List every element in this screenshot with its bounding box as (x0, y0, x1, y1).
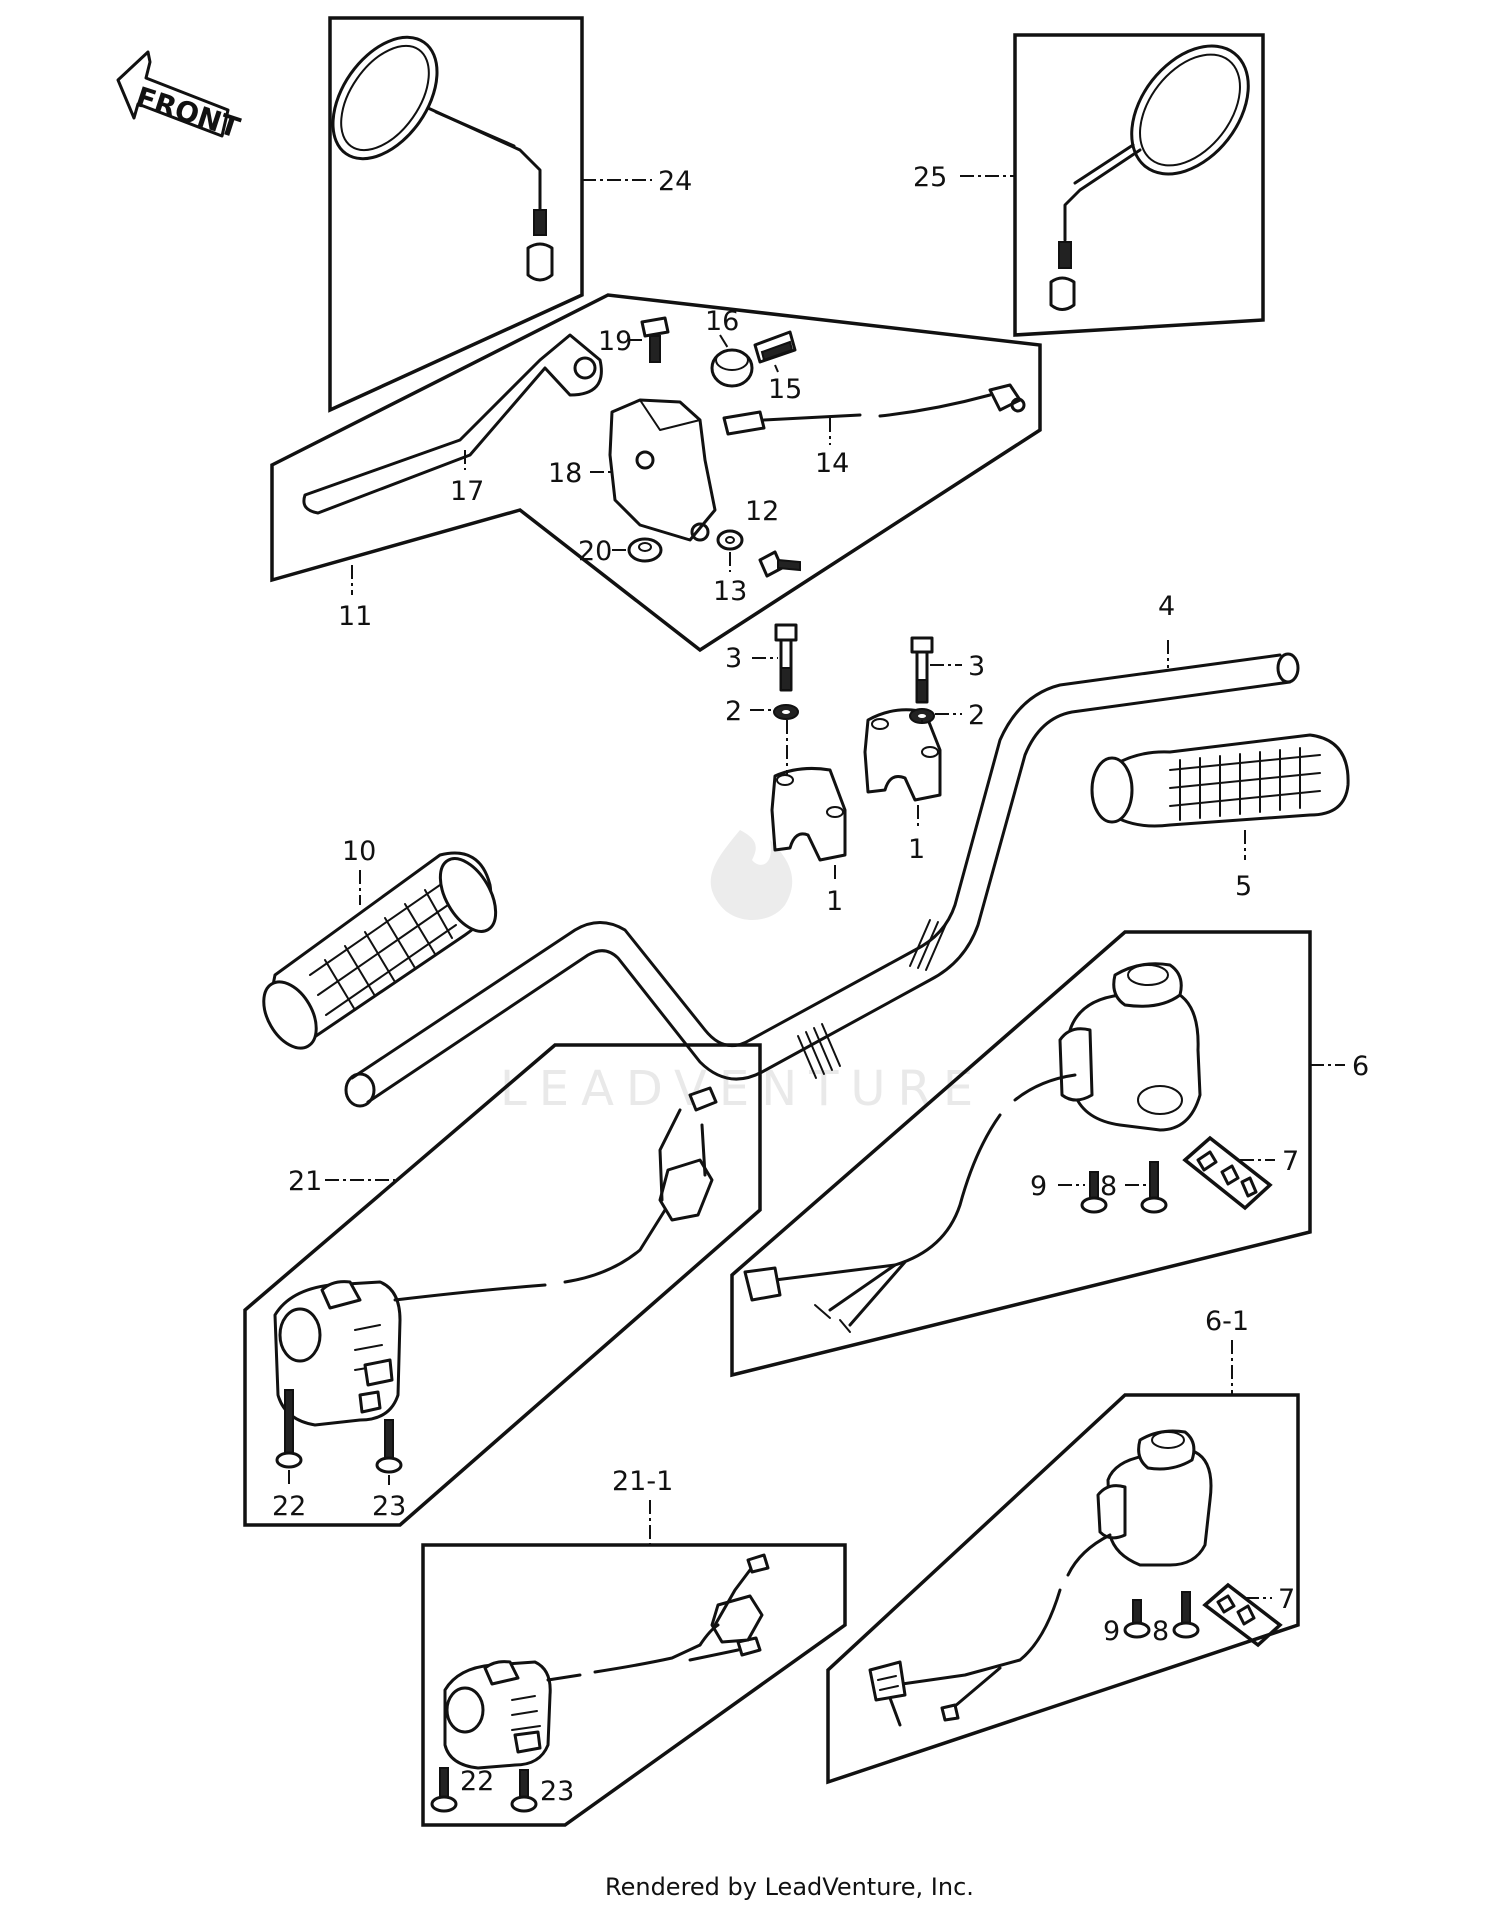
callout-3a: 3 (725, 643, 742, 674)
locknut-16 (710, 348, 754, 388)
callout-6-1: 6-1 (1205, 1306, 1249, 1337)
clutch-lever (302, 333, 603, 515)
callout-7b: 7 (1278, 1584, 1295, 1615)
mirror-right-box (1013, 33, 1265, 337)
callout-23b: 23 (540, 1776, 574, 1807)
callout-25: 25 (913, 162, 947, 193)
callout-2b: 2 (968, 700, 985, 731)
callout-22a: 22 (272, 1491, 306, 1522)
callout-4: 4 (1158, 591, 1175, 622)
screw-9b (1123, 1599, 1151, 1639)
callout-10: 10 (342, 836, 376, 867)
callout-17: 17 (450, 476, 484, 507)
callout-13: 13 (713, 576, 747, 607)
lever-assembly-box (270, 293, 1042, 653)
switch-left (273, 1086, 718, 1427)
callout-14: 14 (815, 448, 849, 479)
parts-7a-box (1182, 1135, 1273, 1211)
leader-16 (719, 334, 729, 349)
mirror-left (331, 35, 554, 282)
callout-9b: 9 (1103, 1616, 1120, 1647)
screw-8b (1172, 1591, 1200, 1639)
grip-right (1090, 733, 1350, 828)
lever-holder (608, 398, 717, 542)
watermark-text: LEADVENTURE (500, 1061, 985, 1117)
callout-11: 11 (338, 601, 372, 632)
washer-2-left (773, 704, 799, 720)
callout-1b: 1 (908, 834, 925, 865)
callout-2a: 2 (725, 696, 742, 727)
callout-23a: 23 (372, 1491, 406, 1522)
switch-left-alt (443, 1553, 770, 1770)
callout-18: 18 (548, 458, 582, 489)
callout-9a: 9 (1030, 1171, 1047, 1202)
callout-5: 5 (1235, 871, 1252, 902)
callout-8a: 8 (1100, 1171, 1117, 1202)
callout-24: 24 (658, 166, 692, 197)
nut-20 (627, 537, 663, 563)
callout-21: 21 (288, 1166, 322, 1197)
screw-22b (430, 1767, 458, 1813)
handlebar (344, 652, 1300, 1108)
callout-21-1: 21-1 (612, 1466, 673, 1497)
callout-8b: 8 (1152, 1616, 1169, 1647)
switch-left-box (243, 1043, 762, 1527)
leader-15 (774, 364, 779, 373)
screw-23b (510, 1769, 538, 1813)
adjuster-15 (753, 330, 797, 364)
switch-left-alt-box (421, 1543, 847, 1827)
parts-7b-box (1202, 1582, 1283, 1648)
screw-9a (1080, 1171, 1108, 1214)
switch-right-alt (868, 1429, 1213, 1727)
holder-right (863, 708, 942, 802)
screw-13 (758, 550, 801, 578)
bolt-3-left (774, 623, 798, 692)
front-label: FRONT (132, 80, 244, 144)
callout-16: 16 (705, 306, 739, 337)
holder-left (770, 767, 847, 862)
callout-12: 12 (745, 496, 779, 527)
switch-cable-14 (722, 383, 1026, 436)
callout-22b: 22 (460, 1766, 494, 1797)
bolt-3-right (910, 636, 934, 704)
front-arrow: FRONT (116, 50, 244, 145)
callout-6: 6 (1352, 1051, 1369, 1082)
callout-7a: 7 (1282, 1146, 1299, 1177)
screw-23a (375, 1419, 403, 1474)
screw-22a (275, 1389, 303, 1469)
callout-20: 20 (578, 536, 612, 567)
switch-right (743, 962, 1202, 1333)
washer-12 (716, 529, 744, 551)
callout-15: 15 (768, 374, 802, 405)
grip-left (262, 851, 498, 1050)
callout-1a: 1 (826, 886, 843, 917)
footer-credit: Rendered by LeadVenture, Inc. (605, 1873, 974, 1901)
mirror-left-box (328, 16, 584, 413)
mirror-right (1049, 44, 1250, 311)
callout-19: 19 (598, 326, 632, 357)
watermark: LEADVENTURE (500, 830, 985, 1117)
adjuster-bolt-19 (640, 316, 670, 363)
switch-right-box (730, 930, 1312, 1378)
switch-right-alt-box (826, 1393, 1300, 1785)
callout-3b: 3 (968, 651, 985, 682)
screw-8a (1140, 1161, 1168, 1214)
